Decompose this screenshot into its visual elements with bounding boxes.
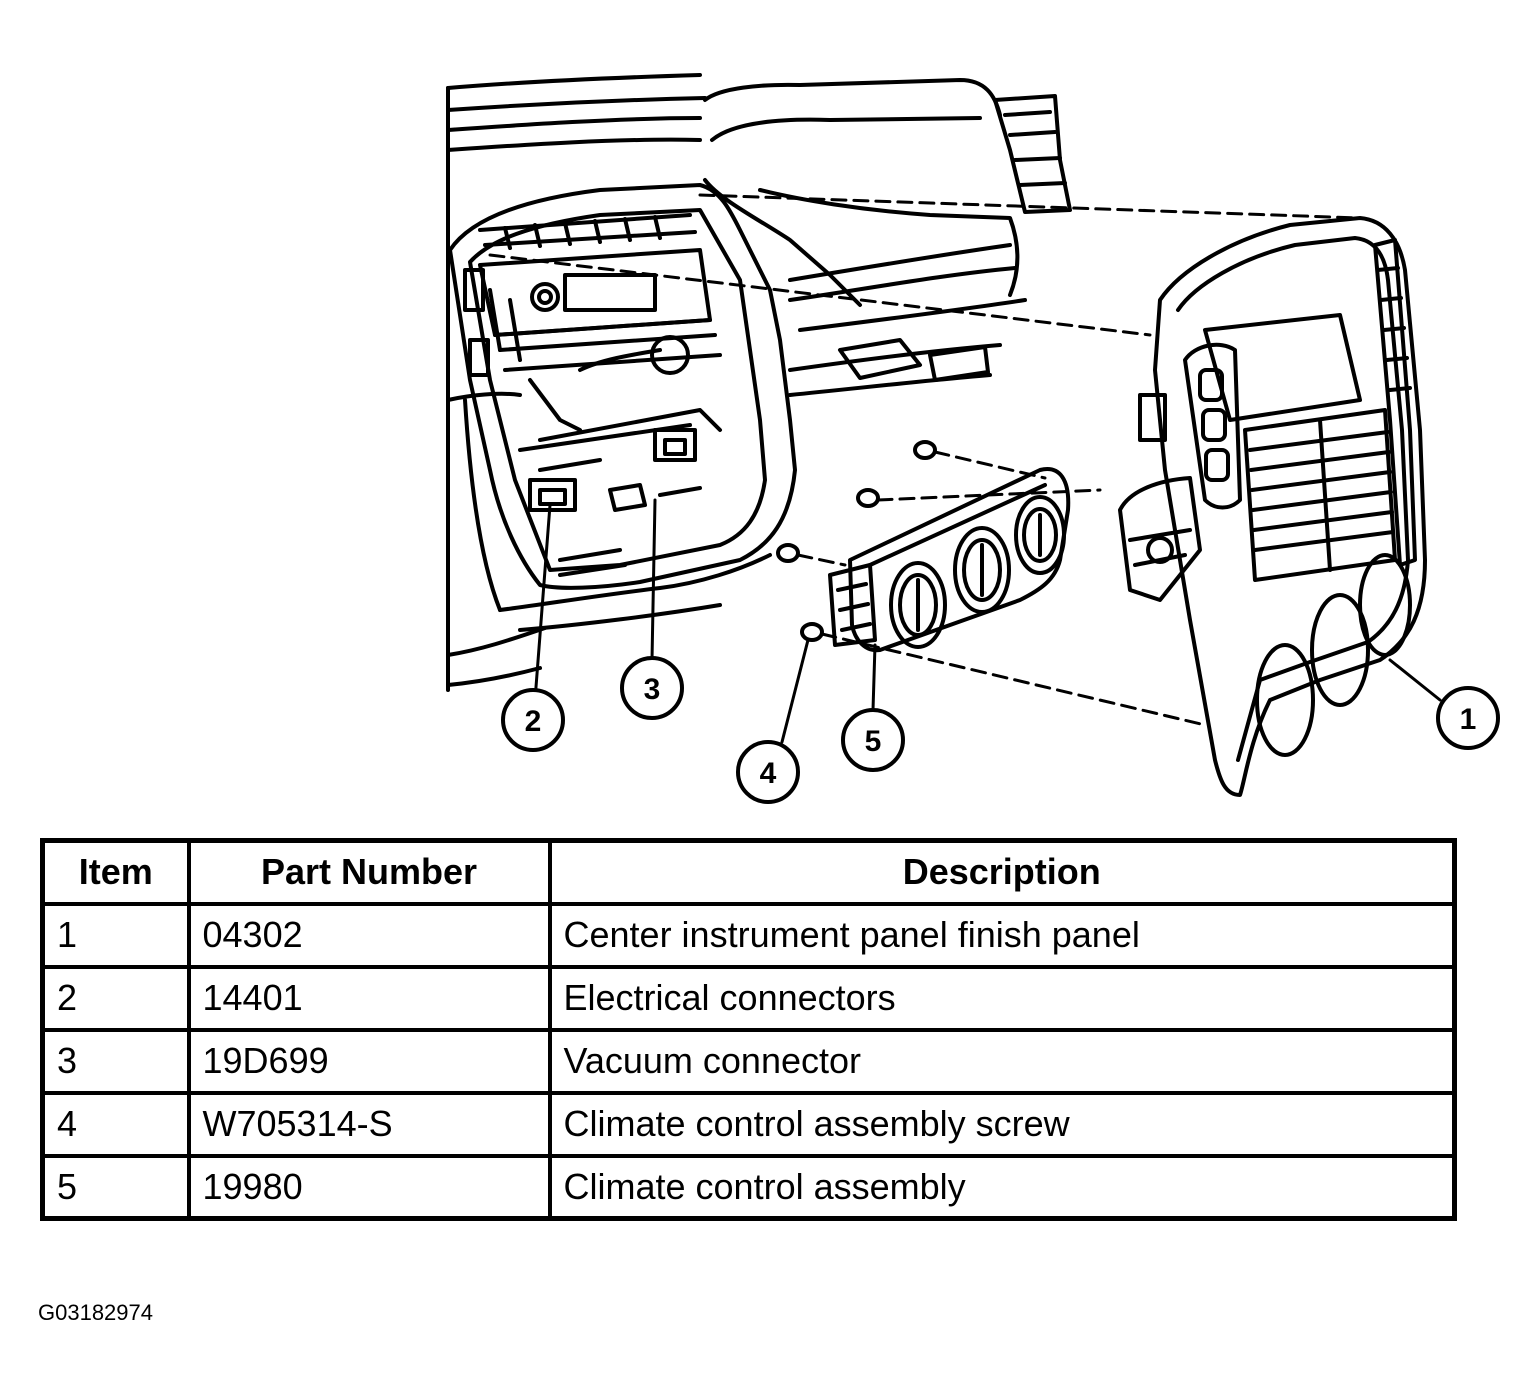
svg-text:4: 4 bbox=[760, 757, 777, 790]
svg-text:5: 5 bbox=[865, 725, 882, 758]
svg-text:1: 1 bbox=[1460, 703, 1477, 736]
part-number-cell: 04302 bbox=[186, 901, 552, 969]
part-number-cell: 19D699 bbox=[186, 1027, 552, 1095]
header-description: Description bbox=[547, 838, 1457, 906]
table-row: 4 W705314-S Climate control assembly scr… bbox=[40, 1090, 1457, 1158]
climate-control-drawing bbox=[828, 467, 1071, 653]
item-cell: 1 bbox=[40, 901, 191, 969]
part-number-cell: 19980 bbox=[186, 1153, 552, 1221]
leader-lines bbox=[533, 498, 1442, 744]
description-cell: Center instrument panel finish panel bbox=[547, 901, 1457, 969]
item-cell: 5 bbox=[40, 1153, 191, 1221]
table-row: 3 19D699 Vacuum connector bbox=[40, 1027, 1457, 1095]
mounting-bracket-drawing bbox=[1118, 476, 1202, 602]
table-row: 1 04302 Center instrument panel finish p… bbox=[40, 901, 1457, 969]
description-cell: Climate control assembly bbox=[547, 1153, 1457, 1221]
description-cell: Vacuum connector bbox=[547, 1027, 1457, 1095]
table-row: 5 19980 Climate control assembly bbox=[40, 1153, 1457, 1221]
exploded-view-illustration: 1 2 3 4 5 bbox=[446, 73, 1500, 804]
alignment-lines bbox=[488, 193, 1362, 727]
item-cell: 4 bbox=[40, 1090, 191, 1158]
finish-panel-drawing bbox=[1138, 216, 1427, 797]
description-cell: Climate control assembly screw bbox=[547, 1090, 1457, 1158]
svg-text:2: 2 bbox=[525, 705, 542, 738]
callout-2: 2 bbox=[501, 688, 565, 752]
table-row: 2 14401 Electrical connectors bbox=[40, 964, 1457, 1032]
parts-table: Item Part Number Description 1 04302 Cen… bbox=[40, 838, 1457, 1221]
part-number-cell: W705314-S bbox=[186, 1090, 552, 1158]
callout-1: 1 bbox=[1436, 686, 1500, 750]
callout-4: 4 bbox=[736, 740, 800, 804]
table-header-row: Item Part Number Description bbox=[40, 838, 1457, 906]
header-part-number: Part Number bbox=[186, 838, 552, 906]
screws-drawing bbox=[776, 440, 937, 642]
header-item: Item bbox=[40, 838, 191, 906]
description-cell: Electrical connectors bbox=[547, 964, 1457, 1032]
item-cell: 3 bbox=[40, 1027, 191, 1095]
svg-text:3: 3 bbox=[644, 673, 661, 706]
item-cell: 2 bbox=[40, 964, 191, 1032]
figure-id: G03182974 bbox=[38, 1300, 153, 1325]
callout-5: 5 bbox=[841, 708, 905, 772]
callout-3: 3 bbox=[620, 656, 684, 720]
part-number-cell: 14401 bbox=[186, 964, 552, 1032]
